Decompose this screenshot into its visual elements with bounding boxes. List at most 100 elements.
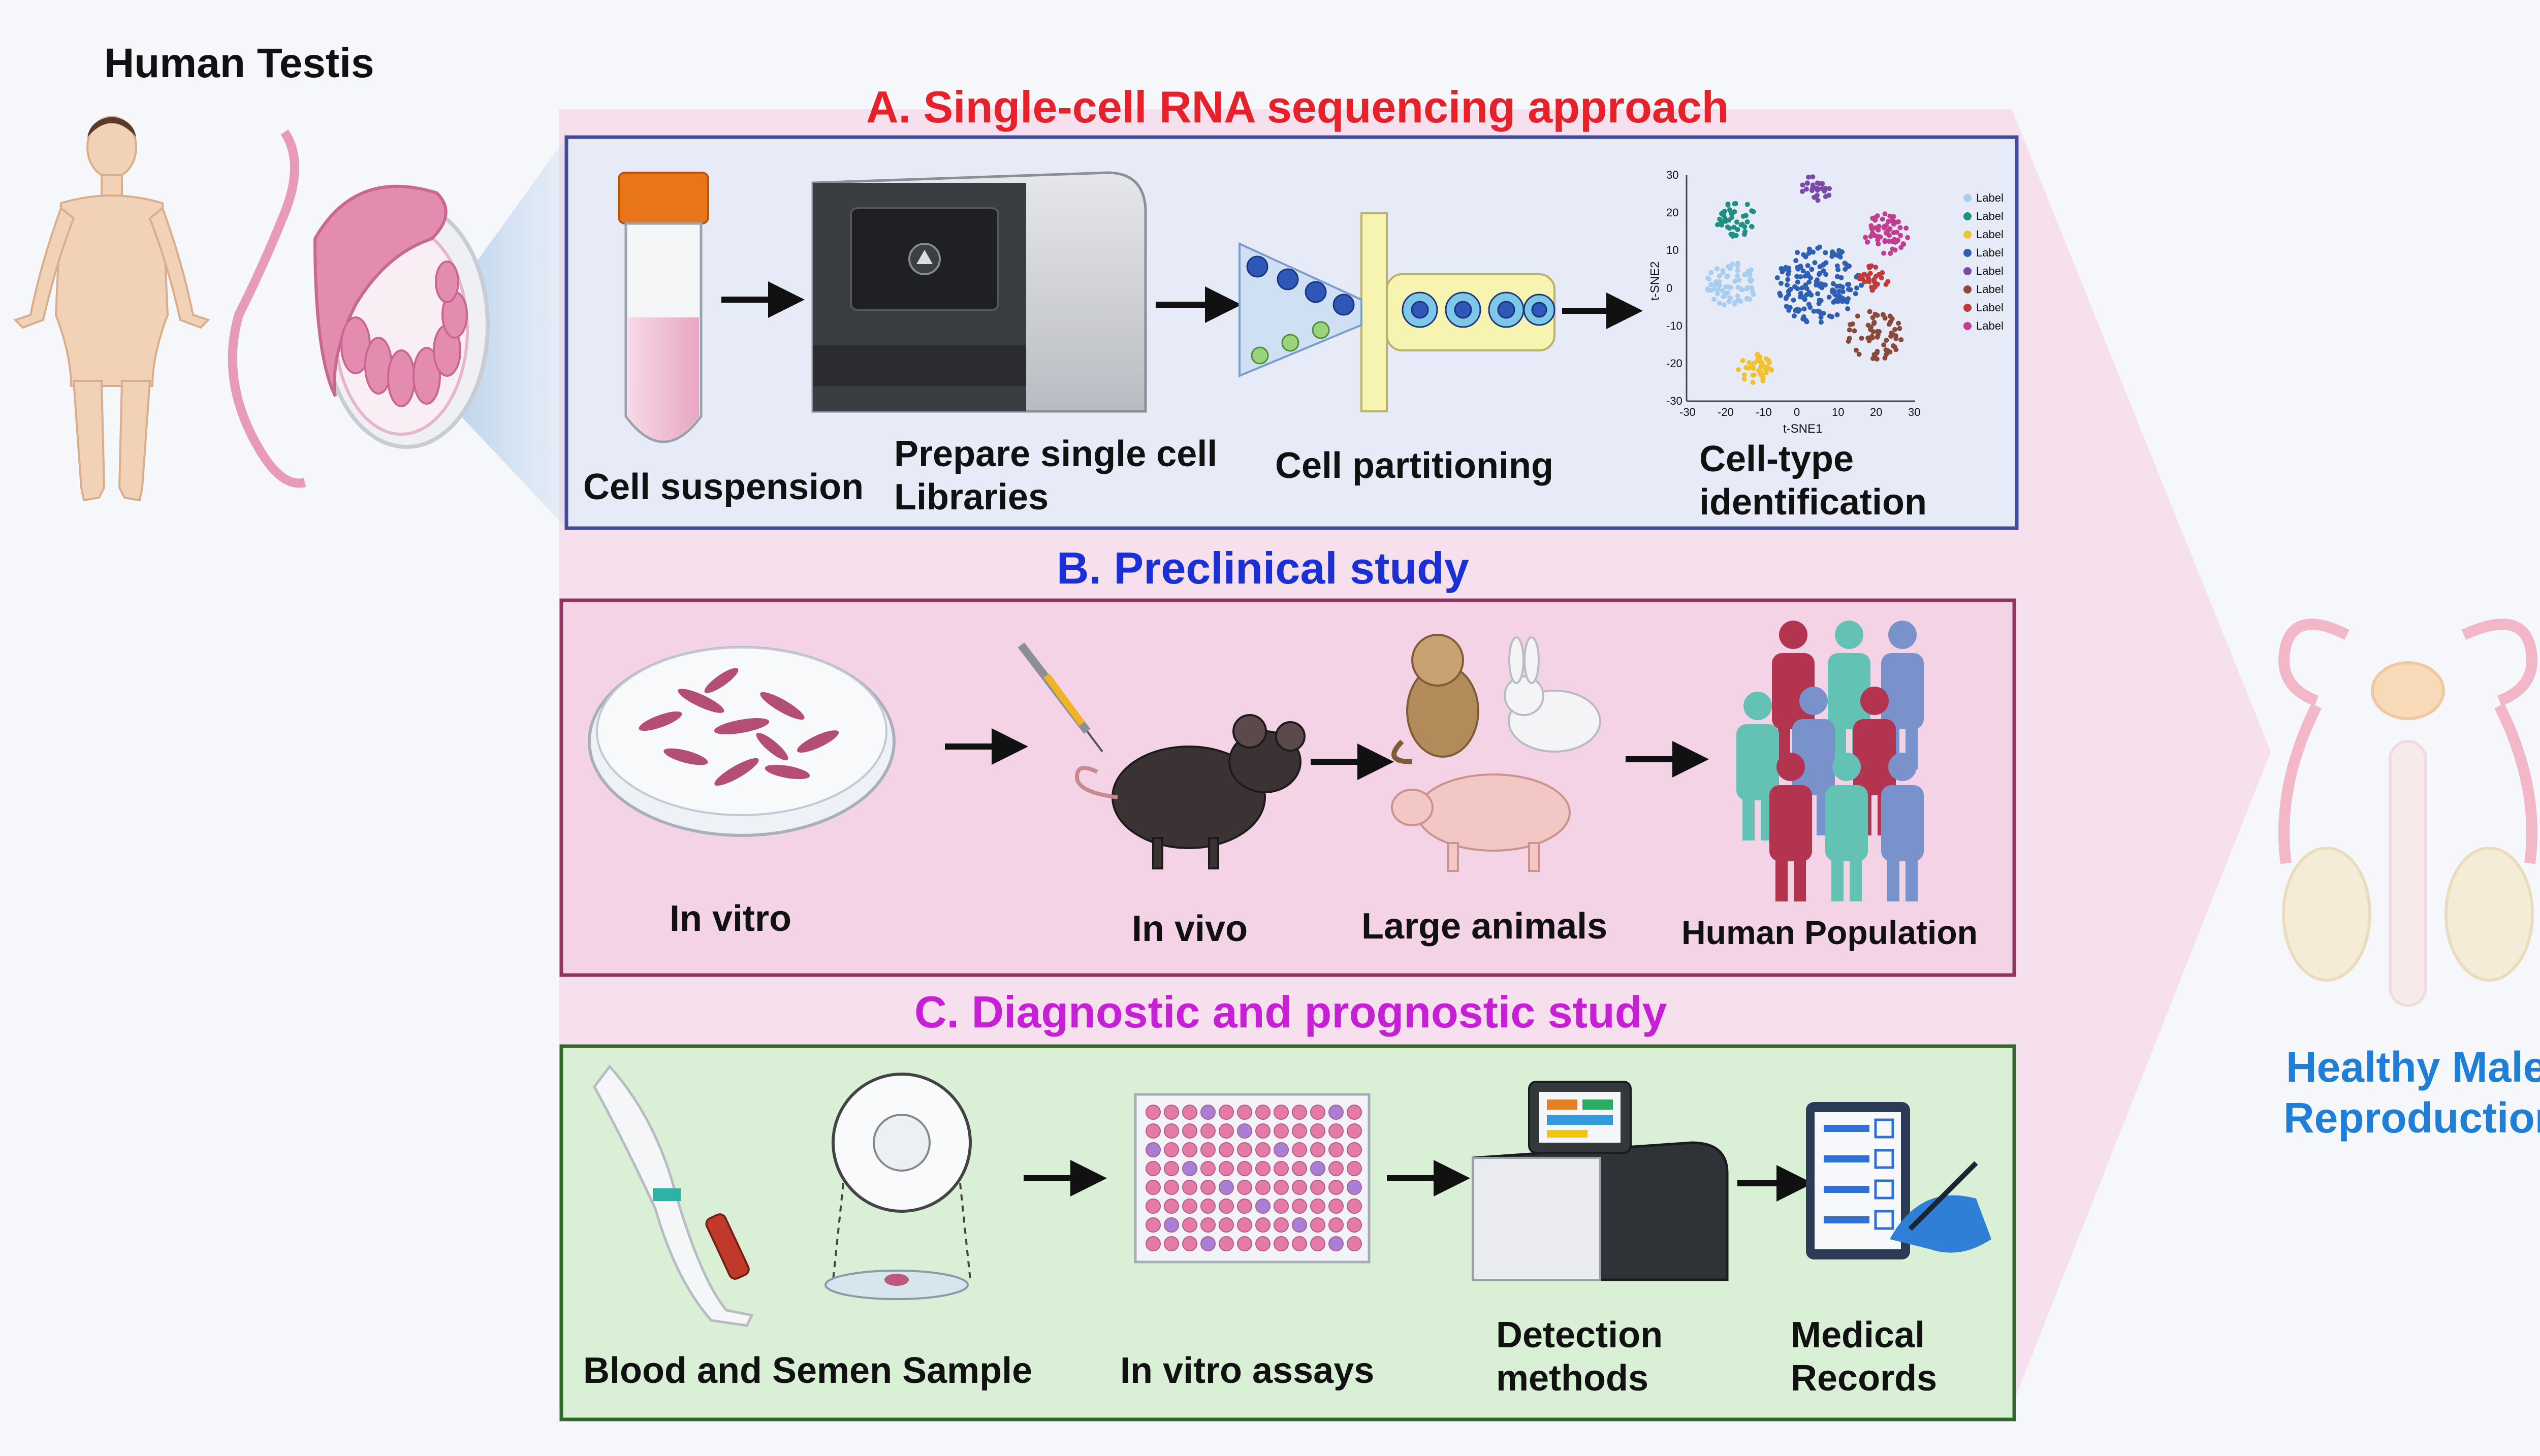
tsne-point xyxy=(1758,359,1763,364)
tsne-point xyxy=(1892,344,1897,350)
tsne-point xyxy=(1766,360,1772,365)
tsne-point xyxy=(1880,270,1885,275)
tsne-point xyxy=(1896,320,1901,326)
section-c-title: C. Diagnostic and prognostic study xyxy=(914,987,1667,1037)
tsne-point xyxy=(1854,285,1859,291)
tsne-point xyxy=(1736,277,1742,283)
tsne-y-tick: 30 xyxy=(1666,169,1679,181)
tsne-point xyxy=(1805,263,1811,269)
tsne-xlabel: t-SNE1 xyxy=(1783,422,1823,436)
tsne-point xyxy=(1806,279,1812,285)
tsne-point xyxy=(1834,274,1840,279)
step-a3-label: Cell partitioning xyxy=(1275,445,1553,486)
tsne-point xyxy=(1835,267,1841,273)
mouse-icon xyxy=(1074,714,1306,869)
tsne-point xyxy=(1749,277,1754,283)
tsne-point xyxy=(1777,290,1783,296)
tsne-point xyxy=(1722,209,1727,214)
step-a4-label-line2: identification xyxy=(1699,482,1927,523)
tsne-point xyxy=(1832,292,1838,298)
tsne-y-tick: 20 xyxy=(1666,206,1679,219)
tsne-point xyxy=(1826,295,1832,300)
tsne-point xyxy=(1884,338,1889,343)
tsne-point xyxy=(1810,174,1816,180)
tsne-point xyxy=(1859,336,1864,341)
tsne-point xyxy=(1818,319,1824,325)
tsne-x-tick: 0 xyxy=(1794,406,1800,418)
tsne-point xyxy=(1890,332,1895,337)
tsne-point xyxy=(1784,282,1790,288)
tsne-point xyxy=(1882,211,1888,217)
tsne-point xyxy=(1891,219,1897,224)
tsne-legend-swatch xyxy=(1963,249,1972,257)
tsne-point xyxy=(1749,363,1754,369)
tsne-point xyxy=(1821,262,1827,267)
tsne-point xyxy=(1869,334,1875,339)
tsne-point xyxy=(1741,376,1747,382)
tsne-legend-label: Label xyxy=(1976,301,2004,314)
tsne-point xyxy=(1856,351,1862,357)
tsne-point xyxy=(1850,321,1855,327)
tsne-point xyxy=(1795,250,1800,255)
tsne-point xyxy=(1843,267,1848,272)
tsne-legend-swatch xyxy=(1963,267,1972,275)
tsne-point xyxy=(1736,367,1741,372)
human-body-icon xyxy=(13,116,210,502)
section-b-title: B. Preclinical study xyxy=(1057,543,1469,593)
tsne-point xyxy=(1798,264,1803,269)
tsne-point xyxy=(1888,250,1893,256)
tsne-point xyxy=(1755,351,1760,357)
tsne-legend-label: Label xyxy=(1976,283,2004,296)
tsne-point xyxy=(1830,281,1836,286)
step-c1-label: Blood and Semen Sample xyxy=(583,1350,1033,1391)
tsne-y-tick: 10 xyxy=(1666,244,1679,257)
tsne-point xyxy=(1806,174,1812,180)
tsne-point xyxy=(1864,239,1870,245)
tsne-point xyxy=(1815,245,1821,251)
tsne-point xyxy=(1769,367,1774,373)
tsne-point xyxy=(1863,235,1868,240)
tsne-point xyxy=(1821,268,1826,274)
tsne-point xyxy=(1785,277,1791,282)
testis-illustration xyxy=(228,130,490,488)
tsne-point xyxy=(1774,275,1780,280)
tsne-point xyxy=(1760,378,1766,384)
tsne-point xyxy=(1884,352,1889,358)
tsne-point xyxy=(1903,225,1909,231)
tsne-point xyxy=(1873,265,1879,270)
tsne-point xyxy=(1741,372,1747,378)
tube-icon xyxy=(618,172,709,443)
tsne-point xyxy=(1881,250,1887,256)
well-plate-icon xyxy=(1134,1093,1371,1264)
tsne-point xyxy=(1844,299,1850,305)
tsne-point xyxy=(1732,278,1738,284)
tsne-legend-swatch xyxy=(1963,194,1972,202)
tsne-point xyxy=(1784,304,1789,309)
male-reproductive-organ-icon xyxy=(2278,619,2537,1007)
tsne-point xyxy=(1803,282,1808,288)
tsne-point xyxy=(1711,297,1717,302)
right-title-line2: Reproduction xyxy=(2283,1094,2540,1142)
tsne-point xyxy=(1728,266,1733,271)
tsne-legend-label: Label xyxy=(1976,246,2004,259)
tsne-point xyxy=(1897,225,1903,231)
tsne-legend-label: Label xyxy=(1976,265,2004,277)
tsne-point xyxy=(1814,185,1819,191)
syringe-icon xyxy=(1018,642,1103,753)
tsne-point xyxy=(1886,321,1892,327)
tsne-point xyxy=(1847,327,1852,333)
tsne-point xyxy=(1748,267,1754,273)
tsne-point xyxy=(1823,250,1828,255)
tsne-point xyxy=(1743,213,1749,218)
tsne-point xyxy=(1763,356,1769,362)
tsne-legend-swatch xyxy=(1963,322,1972,330)
tsne-point xyxy=(1838,249,1844,255)
tsne-point xyxy=(1815,291,1821,297)
tsne-point xyxy=(1731,224,1737,230)
tsne-point xyxy=(1712,281,1718,287)
tsne-point xyxy=(1866,264,1872,269)
tsne-point xyxy=(1823,194,1828,200)
tsne-point xyxy=(1714,291,1720,297)
tsne-point xyxy=(1800,316,1806,322)
tsne-point xyxy=(1817,270,1823,276)
